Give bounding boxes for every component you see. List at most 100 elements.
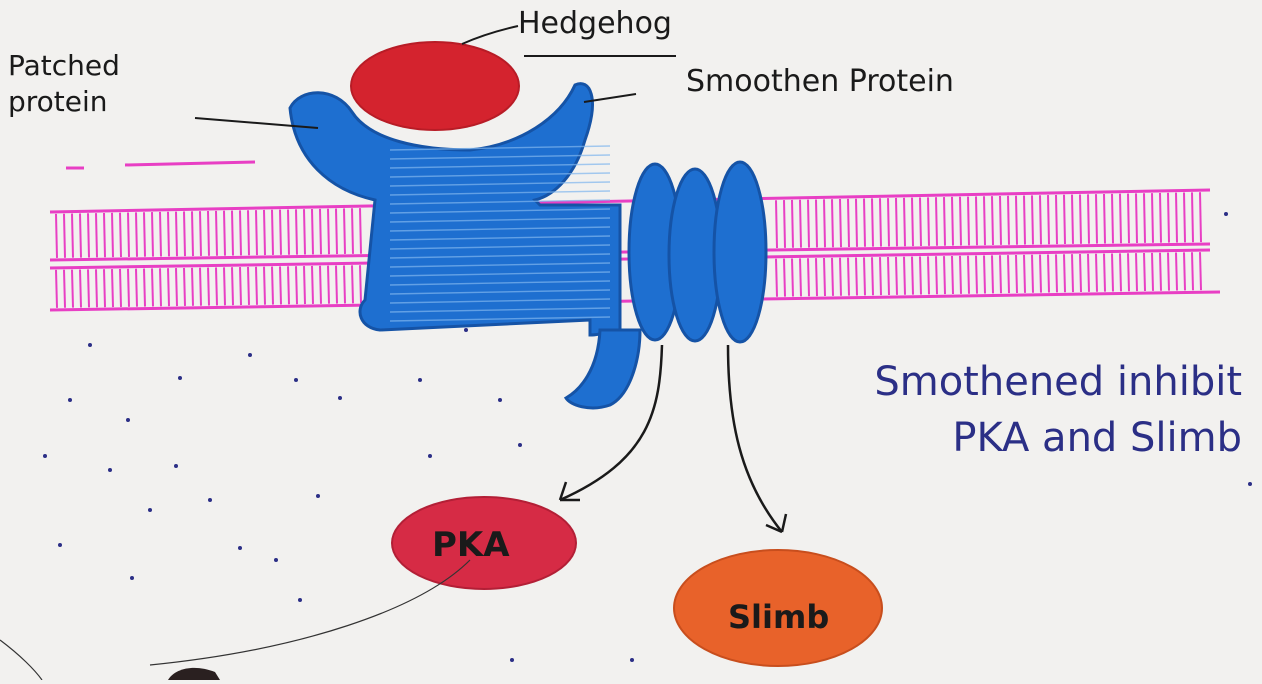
lipid-stroke [984,256,985,294]
lipid-stroke [336,266,337,304]
lipid-stroke [80,213,81,257]
cytoplasm-dot [1224,212,1228,216]
lipid-stroke [1112,194,1113,243]
lipid-stroke [1072,195,1073,244]
lipid-stroke [848,258,849,296]
membrane-dash [125,162,255,165]
lipid-stroke [312,209,313,254]
lipid-stroke [248,210,249,255]
lipid-stroke [816,199,817,247]
lipid-stroke [912,198,913,246]
cytoplasm-dot [68,398,72,402]
lipid-stroke [280,266,281,304]
lipid-stroke [120,213,121,257]
lipid-stroke [904,198,905,246]
lipid-stroke [880,257,881,295]
lipid-stroke [216,267,217,305]
lipid-stroke [1168,253,1169,291]
lipid-stroke [208,268,209,306]
lipid-stroke [1144,253,1145,291]
lipid-stroke [232,267,233,305]
cytoplasm-dot [316,494,320,498]
lipid-stroke [192,268,193,306]
lipid-stroke [1160,253,1161,291]
cytoplasm-dot [464,328,468,332]
lipid-stroke [128,269,129,307]
lipid-stroke [56,270,57,308]
cytoplasm-dot [130,576,134,580]
lipid-stroke [304,209,305,254]
lipid-stroke [112,269,113,307]
membrane-outer-line [50,190,1210,212]
lipid-stroke [1176,253,1177,291]
lipid-stroke [80,270,81,308]
patched-label-line2: protein [8,84,120,120]
lipid-stroke [152,212,153,257]
cytoplasm-dot [518,443,522,447]
lipid-stroke [792,258,793,296]
lipid-stroke [136,212,137,256]
lipid-stroke [1080,254,1081,292]
lipid-stroke [952,197,953,246]
lipid-stroke [96,213,97,257]
cytoplasm-dot [43,454,47,458]
cytoplasm-dot [298,598,302,602]
lipid-stroke [864,199,865,247]
lipid-stroke [824,199,825,247]
lipid-stroke [976,256,977,294]
lipid-stroke [1136,253,1137,291]
lipid-stroke [784,200,785,248]
caption: Smothened inhibit PKA and Slimb [780,354,1242,466]
lipid-stroke [992,255,993,293]
lipid-stroke [1192,252,1193,290]
lipid-stroke [64,270,65,308]
lipid-stroke [944,197,945,246]
patched-protein-label: Patched protein [8,48,120,120]
patched-label-line1: Patched [8,48,120,84]
lipid-stroke [1176,193,1177,243]
lipid-stroke [160,268,161,306]
lipid-stroke [1120,253,1121,291]
lipid-stroke [144,269,145,307]
lipid-stroke [72,270,73,308]
lipid-stroke [192,211,193,256]
lipid-stroke [288,209,289,254]
lipid-stroke [200,268,201,306]
lipid-stroke [1096,194,1097,243]
pka-label: PKA [432,525,510,565]
lipid-stroke [832,258,833,296]
lipid-stroke [272,267,273,305]
stray-line-left [0,640,42,680]
lipid-stroke [88,213,89,257]
smoothened-helix-3 [714,162,766,342]
lipid-stroke [936,256,937,294]
lipid-stroke [1048,195,1049,244]
lipid-stroke [104,213,105,257]
lipid-stroke [920,257,921,295]
caption-line1: Smothened inhibit [780,354,1242,410]
hedgehog-leader-line [462,26,518,44]
slimb-label: Slimb [728,598,829,636]
lipid-stroke [1104,254,1105,292]
lipid-stroke [248,267,249,305]
lipid-stroke [1144,193,1145,243]
lipid-stroke [776,200,777,248]
lipid-stroke [1200,192,1201,242]
lipid-stroke [256,267,257,305]
lipid-stroke [800,258,801,296]
lipid-stroke [96,269,97,307]
cytoplasm-dot [58,543,62,547]
caption-line2: PKA and Slimb [780,410,1242,466]
lipid-stroke [920,198,921,247]
lipid-stroke [960,197,961,246]
lipid-stroke [840,258,841,296]
lipid-stroke [360,265,361,303]
lipid-stroke [1072,254,1073,292]
lipid-stroke [312,266,313,304]
hedgehog-label: Hedgehog [518,6,672,41]
lipid-stroke [1168,193,1169,243]
lipid-stroke [1152,253,1153,291]
lipid-stroke [1096,254,1097,292]
lipid-stroke [176,212,177,257]
